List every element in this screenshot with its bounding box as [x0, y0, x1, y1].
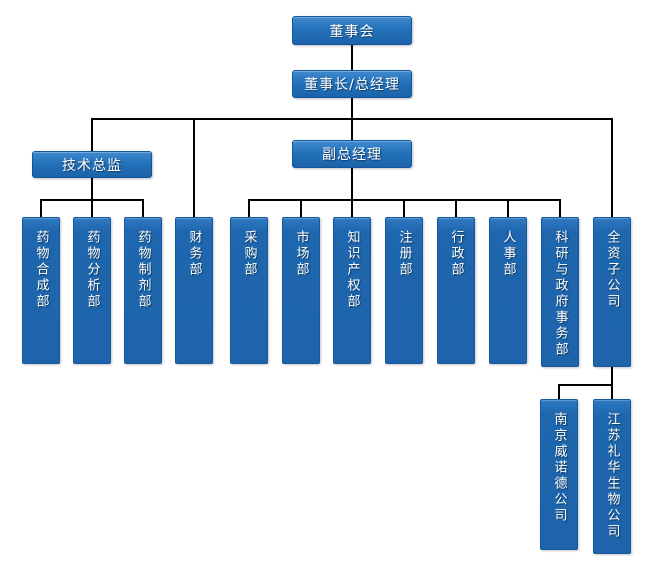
dept-finance-label: 财务部 — [186, 230, 202, 278]
dept-marketing-label: 市场部 — [293, 230, 309, 278]
connector-drop-synthesis — [40, 199, 42, 217]
dept-hr-label: 人事部 — [500, 230, 516, 278]
subsidiary-jiangsu-lihua: 江苏礼华生物公司 — [593, 399, 631, 554]
node-chairman-gm-label: 董事长/总经理 — [304, 77, 400, 93]
connector-root-executive — [351, 45, 353, 70]
subsidiary-nanjing-weinuode-label: 南京威诺德公司 — [551, 412, 567, 524]
dept-drug-synthesis: 药物合成部 — [22, 217, 60, 364]
connector-drop-administration — [455, 199, 457, 217]
dept-administration-label: 行政部 — [448, 230, 464, 278]
connector-techdirector-bus — [91, 178, 93, 201]
dept-drug-formulation: 药物制剂部 — [124, 217, 162, 364]
dept-research-government-affairs: 科研与政府事务部 — [541, 217, 579, 367]
dept-procurement-label: 采购部 — [241, 230, 257, 278]
dept-hr: 人事部 — [489, 217, 527, 364]
dept-intellectual-property-label: 知识产权部 — [344, 230, 360, 310]
node-tech-director-label: 技术总监 — [62, 157, 122, 174]
node-board-label: 董事会 — [329, 23, 375, 40]
connector-drop-registration — [403, 199, 405, 217]
connector-drop-procurement — [248, 199, 250, 217]
connector-executive-bus — [351, 98, 353, 120]
connector-drop-analysis — [91, 199, 93, 217]
dept-research-government-affairs-label: 科研与政府事务部 — [552, 230, 568, 358]
dept-procurement: 采购部 — [230, 217, 268, 364]
connector-drop-nanjing — [558, 384, 560, 399]
connector-subsidiary-bus — [611, 367, 613, 386]
connector-bus-subsidiary — [611, 118, 613, 217]
dept-drug-formulation-label: 药物制剂部 — [135, 230, 151, 310]
dept-administration: 行政部 — [437, 217, 475, 364]
node-tech-director: 技术总监 — [32, 151, 152, 178]
dept-wholly-owned-subsidiary: 全资子公司 — [593, 217, 631, 367]
connector-drop-ip — [351, 199, 353, 217]
connector-bus-finance — [193, 118, 195, 217]
dept-registration-label: 注册部 — [396, 230, 412, 278]
dept-drug-synthesis-label: 药物合成部 — [33, 230, 49, 310]
connector-subsidiary-subbus — [558, 384, 613, 386]
connector-drop-marketing — [300, 199, 302, 217]
connector-drop-research — [559, 199, 561, 217]
connector-bus-deputygm — [351, 118, 353, 142]
connector-drop-hr — [507, 199, 509, 217]
dept-intellectual-property: 知识产权部 — [333, 217, 371, 364]
connector-drop-formulation — [142, 199, 144, 217]
node-chairman-gm: 董事长/总经理 — [292, 70, 412, 98]
dept-wholly-owned-subsidiary-label: 全资子公司 — [604, 230, 620, 310]
node-deputy-gm-label: 副总经理 — [322, 147, 382, 163]
connector-drop-jiangsu — [611, 384, 613, 399]
dept-finance: 财务部 — [175, 217, 213, 364]
dept-registration: 注册部 — [385, 217, 423, 364]
dept-marketing: 市场部 — [282, 217, 320, 364]
dept-drug-analysis-label: 药物分析部 — [84, 230, 100, 310]
connector-bus-techdirector — [91, 118, 93, 152]
subsidiary-nanjing-weinuode: 南京威诺德公司 — [540, 399, 578, 550]
node-deputy-gm: 副总经理 — [292, 140, 412, 168]
subsidiary-jiangsu-lihua-label: 江苏礼华生物公司 — [604, 412, 620, 540]
node-board: 董事会 — [292, 16, 412, 45]
connector-deputygm-bus — [351, 168, 353, 200]
dept-drug-analysis: 药物分析部 — [73, 217, 111, 364]
